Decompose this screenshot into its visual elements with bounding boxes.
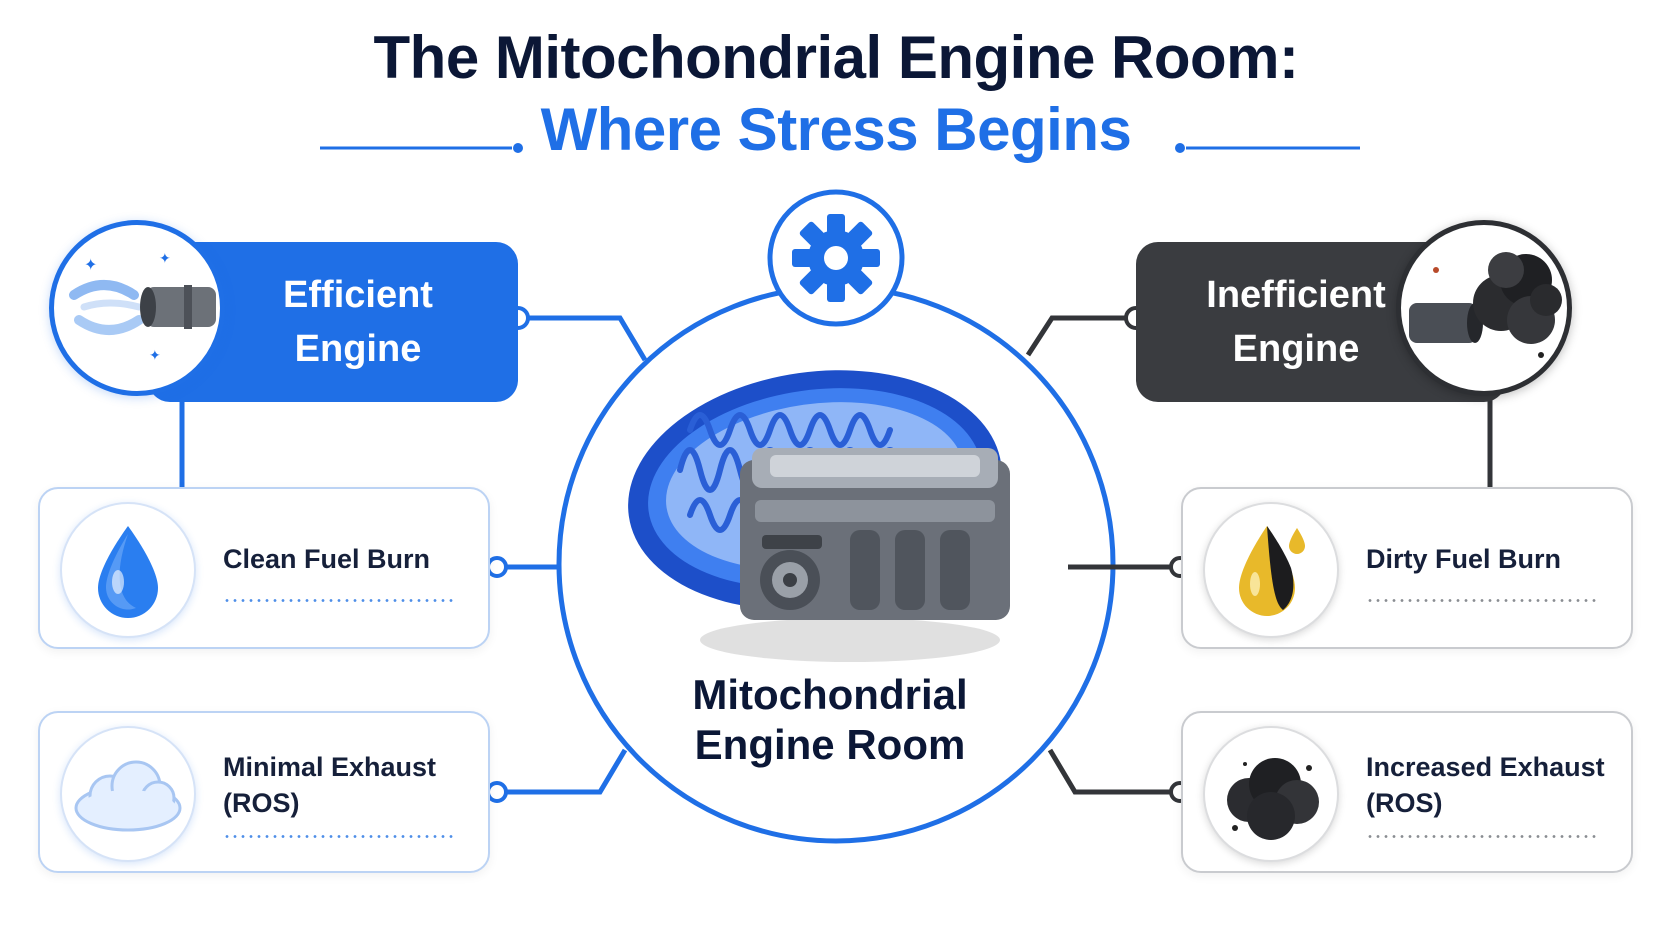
right-connectors <box>1025 315 1493 795</box>
efficient-badge-line1: Efficient <box>283 274 433 316</box>
gear-badge <box>767 189 905 327</box>
center-label: Mitochondrial Engine Room <box>660 670 1000 770</box>
minimal-exhaust-card: Minimal Exhaust (ROS) <box>38 711 490 873</box>
dotted-divider <box>223 599 453 602</box>
center-label-line1: Mitochondrial <box>692 671 968 718</box>
increased-exhaust-line2: (ROS) <box>1366 788 1443 818</box>
svg-text:✦: ✦ <box>84 255 97 274</box>
left-connector-nodes <box>486 306 530 803</box>
inefficient-badge-line2: Engine <box>1232 328 1360 370</box>
smoky-exhaust-pipe-icon <box>1396 220 1572 396</box>
dirty-fuel-burn-label: Dirty Fuel Burn <box>1366 544 1562 574</box>
gear-icon <box>792 214 880 302</box>
oil-drop-icon-frame <box>1203 502 1339 638</box>
oil-drop-icon <box>1239 526 1305 616</box>
efficient-badge-line2: Engine <box>294 328 422 370</box>
dotted-divider <box>1366 835 1596 838</box>
inefficient-badge-line1: Inefficient <box>1206 274 1386 316</box>
engine-icon <box>700 448 1010 662</box>
clean-fuel-burn-label: Clean Fuel Burn <box>223 544 431 574</box>
clean-exhaust-pipe-icon: ✦ ✦ ✦ <box>49 220 225 396</box>
dotted-divider <box>223 835 453 838</box>
increased-exhaust-card: Increased Exhaust (ROS) <box>1181 711 1633 873</box>
page-subtitle: Where Stress Begins <box>540 96 1132 163</box>
svg-text:✦: ✦ <box>159 251 171 267</box>
page-title: The Mitochondrial Engine Room: <box>373 24 1299 91</box>
increased-exhaust-line1: Increased Exhaust <box>1366 752 1605 782</box>
minimal-exhaust-line1: Minimal Exhaust <box>223 752 437 782</box>
clean-fuel-burn-card: Clean Fuel Burn <box>38 487 490 649</box>
title-divider-left <box>320 143 523 153</box>
dirty-fuel-burn-card: Dirty Fuel Burn <box>1181 487 1633 649</box>
title-block: The Mitochondrial Engine Room: Where Str… <box>0 22 1672 166</box>
cloud-icon <box>74 760 182 832</box>
increased-exhaust-label: Increased Exhaust (ROS) <box>1366 749 1616 821</box>
center-label-line2: Engine Room <box>694 721 966 768</box>
minimal-exhaust-label: Minimal Exhaust (ROS) <box>223 749 473 821</box>
smoke-cloud-icon <box>1227 758 1319 840</box>
minimal-exhaust-line2: (ROS) <box>223 788 300 818</box>
smoke-cloud-icon-frame <box>1203 726 1339 862</box>
water-drop-icon <box>98 526 158 618</box>
mitochondrion-engine-illustration <box>628 370 1010 662</box>
water-drop-icon-frame <box>60 502 196 638</box>
dotted-divider <box>1366 599 1596 602</box>
cloud-icon-frame <box>60 726 196 862</box>
svg-text:✦: ✦ <box>149 348 161 364</box>
title-divider-right <box>1175 143 1360 153</box>
